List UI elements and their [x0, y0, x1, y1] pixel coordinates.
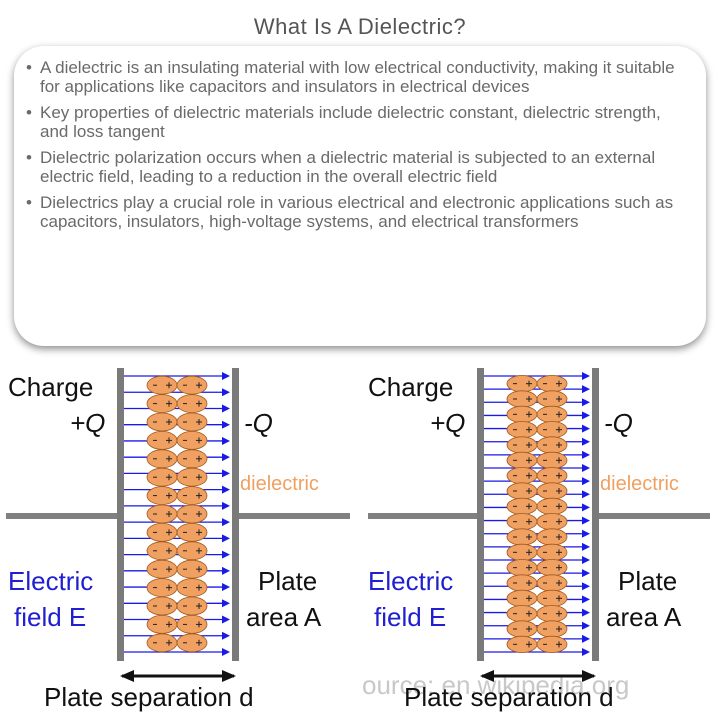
electric-field-label: Electric	[368, 566, 453, 596]
dielectric-molecule	[176, 596, 208, 616]
dielectric-molecule	[536, 559, 568, 577]
dielectric-molecule	[536, 482, 568, 500]
minus-q-label: -Q	[604, 408, 633, 438]
dielectric-molecule	[536, 421, 568, 439]
negative-plate	[232, 368, 239, 661]
dielectric-molecule	[176, 504, 208, 524]
dielectric-molecule	[506, 467, 538, 485]
dielectric-molecule	[536, 589, 568, 607]
dielectric-molecule	[146, 412, 178, 432]
dielectric-molecule	[536, 405, 568, 423]
dielectric-molecule	[176, 467, 208, 487]
charge-label: Charge	[8, 372, 93, 402]
plate-area-label-2: area A	[606, 602, 682, 632]
plate-area-label: Plate	[618, 566, 677, 596]
plus-q-label: +Q	[430, 408, 465, 438]
dielectric-label: dielectric	[600, 473, 679, 495]
dielectric-molecule	[176, 375, 208, 395]
dielectric-molecule	[176, 394, 208, 414]
dielectric-molecule	[176, 486, 208, 506]
dielectric-molecule	[536, 513, 568, 531]
plate-separation-label: Plate separation d	[44, 682, 254, 712]
minus-q-label: -Q	[244, 408, 273, 438]
dielectric-molecule	[536, 451, 568, 469]
negative-plate	[592, 368, 599, 661]
bullet-item: Key properties of dielectric materials i…	[24, 103, 684, 141]
dielectric-molecule	[506, 559, 538, 577]
capacitor-panel-left: Charge +Q -Q dielectric Electric field E…	[6, 368, 350, 712]
dielectric-molecule	[506, 405, 538, 423]
dielectric-molecule	[146, 633, 178, 653]
dielectric-molecule	[146, 615, 178, 634]
dielectric-molecule	[146, 486, 178, 506]
plus-q-label: +Q	[70, 408, 105, 438]
electric-field-label-2: field E	[374, 602, 446, 632]
dielectric-molecule	[506, 451, 538, 469]
dielectric-molecules	[506, 375, 568, 653]
dielectric-molecule	[176, 541, 208, 561]
page-title: What Is A Dielectric?	[253, 14, 467, 39]
electric-field-label: Electric	[8, 566, 93, 596]
plate-area-label: Plate	[258, 566, 317, 596]
dielectric-label: dielectric	[240, 473, 319, 495]
dielectric-molecule	[536, 605, 568, 623]
dielectric-molecule	[176, 633, 208, 653]
dielectric-molecule	[146, 504, 178, 524]
bullet-item: A dielectric is an insulating material w…	[24, 58, 684, 96]
dielectric-molecule	[146, 523, 178, 542]
dielectric-molecule	[176, 615, 208, 634]
dielectric-molecule	[146, 430, 178, 450]
dielectric-molecule	[146, 449, 178, 469]
dielectric-molecule	[146, 559, 178, 579]
dielectric-molecule	[506, 375, 538, 393]
positive-plate	[117, 368, 124, 661]
dielectric-molecule	[506, 482, 538, 500]
dielectric-molecule	[506, 589, 538, 607]
dielectric-molecule	[176, 449, 208, 469]
dielectric-molecule	[536, 497, 568, 515]
dielectric-molecule	[536, 543, 568, 561]
dielectric-molecule	[176, 412, 208, 432]
dielectric-molecules	[146, 375, 208, 653]
dielectric-molecule	[506, 390, 538, 408]
plate-separation-label: Plate separation d	[404, 682, 614, 712]
plate-area-label-2: area A	[246, 602, 322, 632]
dielectric-molecule	[506, 620, 538, 638]
dielectric-molecule	[506, 421, 538, 439]
electric-field-label-2: field E	[14, 602, 86, 632]
positive-plate	[477, 368, 484, 661]
dielectric-molecule	[506, 543, 538, 561]
dielectric-molecule	[536, 390, 568, 408]
charge-label: Charge	[368, 372, 453, 402]
bullet-list: A dielectric is an insulating material w…	[24, 58, 684, 238]
dielectric-molecule	[506, 436, 538, 454]
dielectric-molecule	[146, 541, 178, 561]
dielectric-molecule	[176, 430, 208, 450]
dielectric-molecule	[506, 605, 538, 623]
dielectric-molecule	[146, 467, 178, 487]
dielectric-molecule	[146, 394, 178, 414]
dielectric-molecule	[176, 559, 208, 579]
dielectric-molecule	[146, 375, 178, 395]
dielectric-molecule	[536, 467, 568, 485]
dielectric-molecule	[506, 497, 538, 515]
capacitor-panel-right: Charge +Q -Q dielectric Electric field E…	[368, 368, 710, 712]
dielectric-molecule	[536, 574, 568, 592]
dielectric-molecule	[506, 574, 538, 592]
bullet-item: Dielectrics play a crucial role in vario…	[24, 193, 684, 231]
dielectric-molecule	[536, 375, 568, 393]
dielectric-molecule	[506, 528, 538, 546]
dielectric-molecule	[146, 578, 178, 597]
dielectric-molecule	[506, 513, 538, 531]
bullet-item: Dielectric polarization occurs when a di…	[24, 148, 684, 186]
dielectric-molecule	[536, 620, 568, 638]
dielectric-molecule	[536, 436, 568, 454]
dielectric-molecule	[176, 523, 208, 542]
dielectric-molecule	[146, 596, 178, 616]
dielectric-molecule	[506, 635, 538, 653]
dielectric-molecule	[176, 578, 208, 597]
dielectric-molecule	[536, 528, 568, 546]
dielectric-molecule	[536, 635, 568, 653]
